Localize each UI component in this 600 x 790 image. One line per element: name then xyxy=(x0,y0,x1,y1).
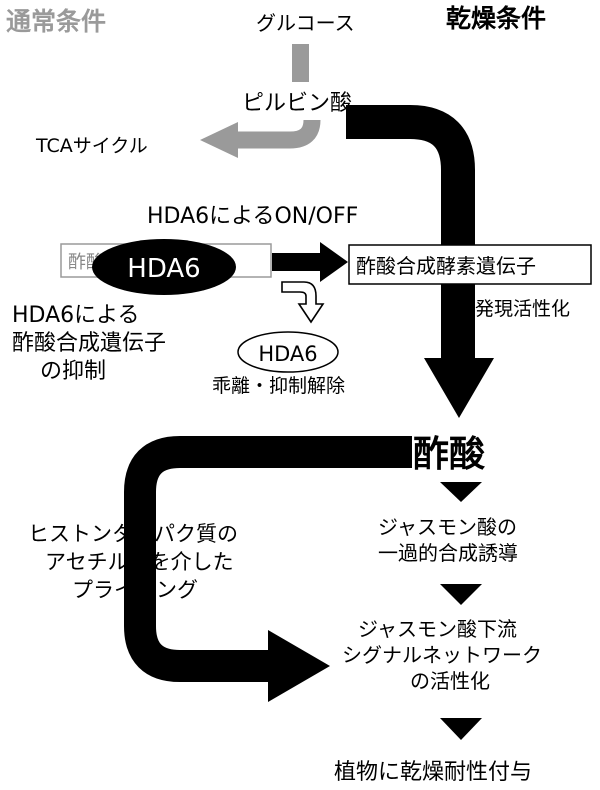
glucose-label: グルコース xyxy=(256,11,355,35)
ja-network-line-3: の活性化 xyxy=(410,669,490,693)
drought-main-arrow-head xyxy=(424,358,494,418)
enzyme-gene-box-label: 酢酸合成酵素遺伝子 xyxy=(356,254,536,278)
release-arrow xyxy=(281,281,325,324)
tca-arrow-shaft xyxy=(232,119,321,149)
activation-arrow-shaft xyxy=(272,253,322,271)
suppression-line-2: 酢酸合成遺伝子 xyxy=(12,331,166,356)
activation-arrow-head xyxy=(320,242,348,282)
hda6-released xyxy=(237,331,339,373)
tca-arrow-head xyxy=(200,122,238,158)
ja-network-line-2: シグナルネットワーク xyxy=(342,643,542,667)
priming-line-2: アセチル化を介した xyxy=(45,550,234,574)
drought-main-arrow-shaft xyxy=(346,105,475,360)
drought-tolerance-result: 植物に乾燥耐性付与 xyxy=(334,760,532,785)
release-label: 乖離・抑制解除 xyxy=(212,375,345,397)
hda6-bound-label: HDA6 xyxy=(127,254,200,284)
cascade-arrow-1 xyxy=(440,482,482,502)
hda6-released-label: HDA6 xyxy=(258,342,317,366)
priming-arrow-head xyxy=(268,630,330,702)
tca-cycle-label: TCAサイクル xyxy=(35,135,148,157)
expression-activation-label: 発現活性化 xyxy=(475,298,570,320)
glucose-arrow xyxy=(292,44,309,82)
cascade-arrow-2 xyxy=(440,584,482,605)
ja-network-line-1: ジャスモン酸下流 xyxy=(358,617,517,641)
acetate-label: 酢酸 xyxy=(413,434,485,475)
hda6-bound xyxy=(92,239,236,295)
priming-line-3: プライミング xyxy=(72,578,198,602)
hda6-onoff-label: HDA6によるON/OFF xyxy=(147,204,358,229)
cascade-arrow-3 xyxy=(440,718,482,740)
pyruvate-label: ピルビン酸 xyxy=(242,91,352,116)
normal-condition-label: 通常条件 xyxy=(6,7,106,36)
enzyme-gene-box xyxy=(348,244,592,285)
priming-arrow-shaft xyxy=(124,436,412,682)
suppression-line-1: HDA6による xyxy=(12,303,139,328)
priming-line-1: ヒストンタンパク質の xyxy=(28,522,238,546)
suppression-line-3: の抑制 xyxy=(40,359,106,384)
ja-induction-line-1: ジャスモン酸の xyxy=(378,515,517,539)
ja-induction-line-2: 一過的合成誘導 xyxy=(378,541,518,565)
drought-condition-label: 乾燥条件 xyxy=(446,4,546,33)
